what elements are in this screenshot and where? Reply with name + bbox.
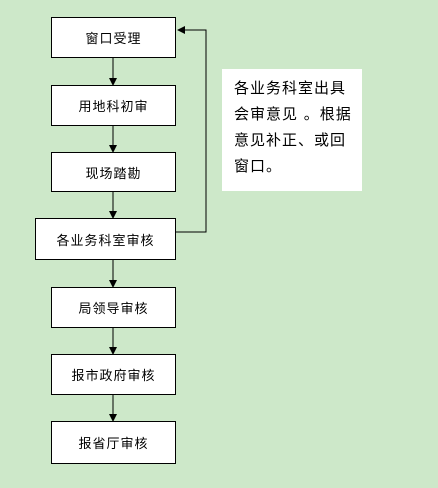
step-3-label: 现场踏勘 <box>85 166 142 182</box>
step-7-provincial-review: 报省厅审核 <box>51 421 176 464</box>
step-4-departments-review: 各业务科室审核 <box>35 218 176 260</box>
step-7-label: 报省厅审核 <box>78 437 149 452</box>
step-3-site-survey: 现场踏勘 <box>51 152 176 192</box>
step-4-label: 各业务科室审核 <box>56 233 155 249</box>
step-5-label: 局领导审核 <box>78 302 149 317</box>
feedback-note-text: 各业务科室出具会审意见 。根据意见补正、或回窗口。 <box>234 79 352 175</box>
feedback-note: 各业务科室出具会审意见 。根据意见补正、或回窗口。 <box>222 69 362 191</box>
feedback-arrow <box>176 26 207 233</box>
step-1-label: 窗口受理 <box>85 32 142 47</box>
step-2-label: 用地科初审 <box>78 100 149 115</box>
step-2-land-preliminary-review: 用地科初审 <box>51 85 176 126</box>
step-1-window-acceptance: 窗口受理 <box>51 17 176 58</box>
step-5-bureau-leader-review: 局领导审核 <box>51 287 176 328</box>
step-6-city-government-review: 报市政府审核 <box>51 354 176 395</box>
step-6-label: 报市政府审核 <box>71 369 156 384</box>
